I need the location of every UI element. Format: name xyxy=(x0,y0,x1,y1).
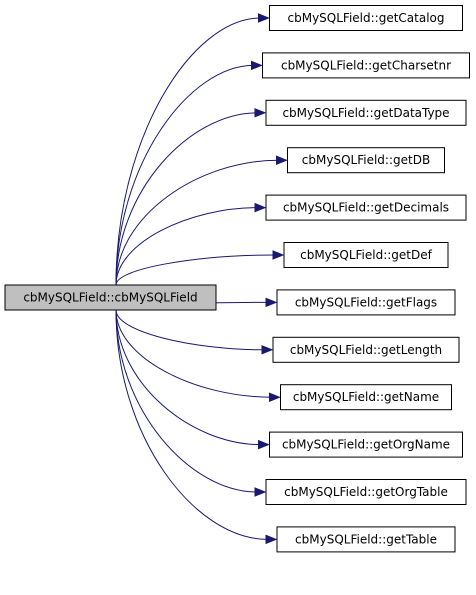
node-target[interactable]: cbMySQLField::getDataType xyxy=(265,99,467,126)
node-target-label: cbMySQLField::getTable xyxy=(295,532,437,546)
call-edge xyxy=(115,155,288,286)
node-target[interactable]: cbMySQLField::getOrgTable xyxy=(265,479,467,505)
node-target-label: cbMySQLField::getLength xyxy=(290,343,442,357)
call-edge xyxy=(115,108,267,286)
node-target[interactable]: cbMySQLField::getLength xyxy=(272,336,460,363)
call-edge xyxy=(115,309,278,545)
call-edges xyxy=(115,13,288,545)
call-edge xyxy=(115,13,270,286)
call-edge xyxy=(115,309,267,497)
node-target-label: cbMySQLField::getOrgTable xyxy=(284,485,448,499)
call-edge xyxy=(115,202,267,286)
node-target-label: cbMySQLField::getCatalog xyxy=(288,11,445,25)
node-target-label: cbMySQLField::getCharsetnr xyxy=(281,58,451,72)
node-target[interactable]: cbMySQLField::getDecimals xyxy=(265,194,467,221)
node-target[interactable]: cbMySQLField::getTable xyxy=(276,526,456,553)
node-target[interactable]: cbMySQLField::getCharsetnr xyxy=(262,52,470,79)
call-edge xyxy=(115,309,274,355)
node-source[interactable]: cbMySQLField::cbMySQLField xyxy=(4,284,217,311)
node-target[interactable]: cbMySQLField::getDB xyxy=(287,147,445,174)
call-edge xyxy=(115,60,263,286)
call-edge xyxy=(115,309,270,450)
node-target[interactable]: cbMySQLField::getName xyxy=(280,384,452,411)
node-target[interactable]: cbMySQLField::getFlags xyxy=(276,289,456,316)
node-target-label: cbMySQLField::getDef xyxy=(300,248,433,262)
node-target-label: cbMySQLField::getFlags xyxy=(295,295,437,309)
call-edge xyxy=(115,309,281,402)
call-edge xyxy=(115,250,285,286)
node-target[interactable]: cbMySQLField::getCatalog xyxy=(269,5,463,31)
node-target-label: cbMySQLField::getDataType xyxy=(282,106,449,120)
node-target-label: cbMySQLField::getOrgName xyxy=(282,438,450,452)
node-target[interactable]: cbMySQLField::getOrgName xyxy=(269,431,463,458)
node-target[interactable]: cbMySQLField::getDef xyxy=(283,242,449,268)
node-source-label: cbMySQLField::cbMySQLField xyxy=(23,291,197,305)
node-target-label: cbMySQLField::getDB xyxy=(302,153,430,167)
node-target-label: cbMySQLField::getDecimals xyxy=(283,201,449,215)
graph-nodes: cbMySQLField::cbMySQLFieldcbMySQLField::… xyxy=(4,5,470,553)
node-target-label: cbMySQLField::getName xyxy=(293,390,439,404)
